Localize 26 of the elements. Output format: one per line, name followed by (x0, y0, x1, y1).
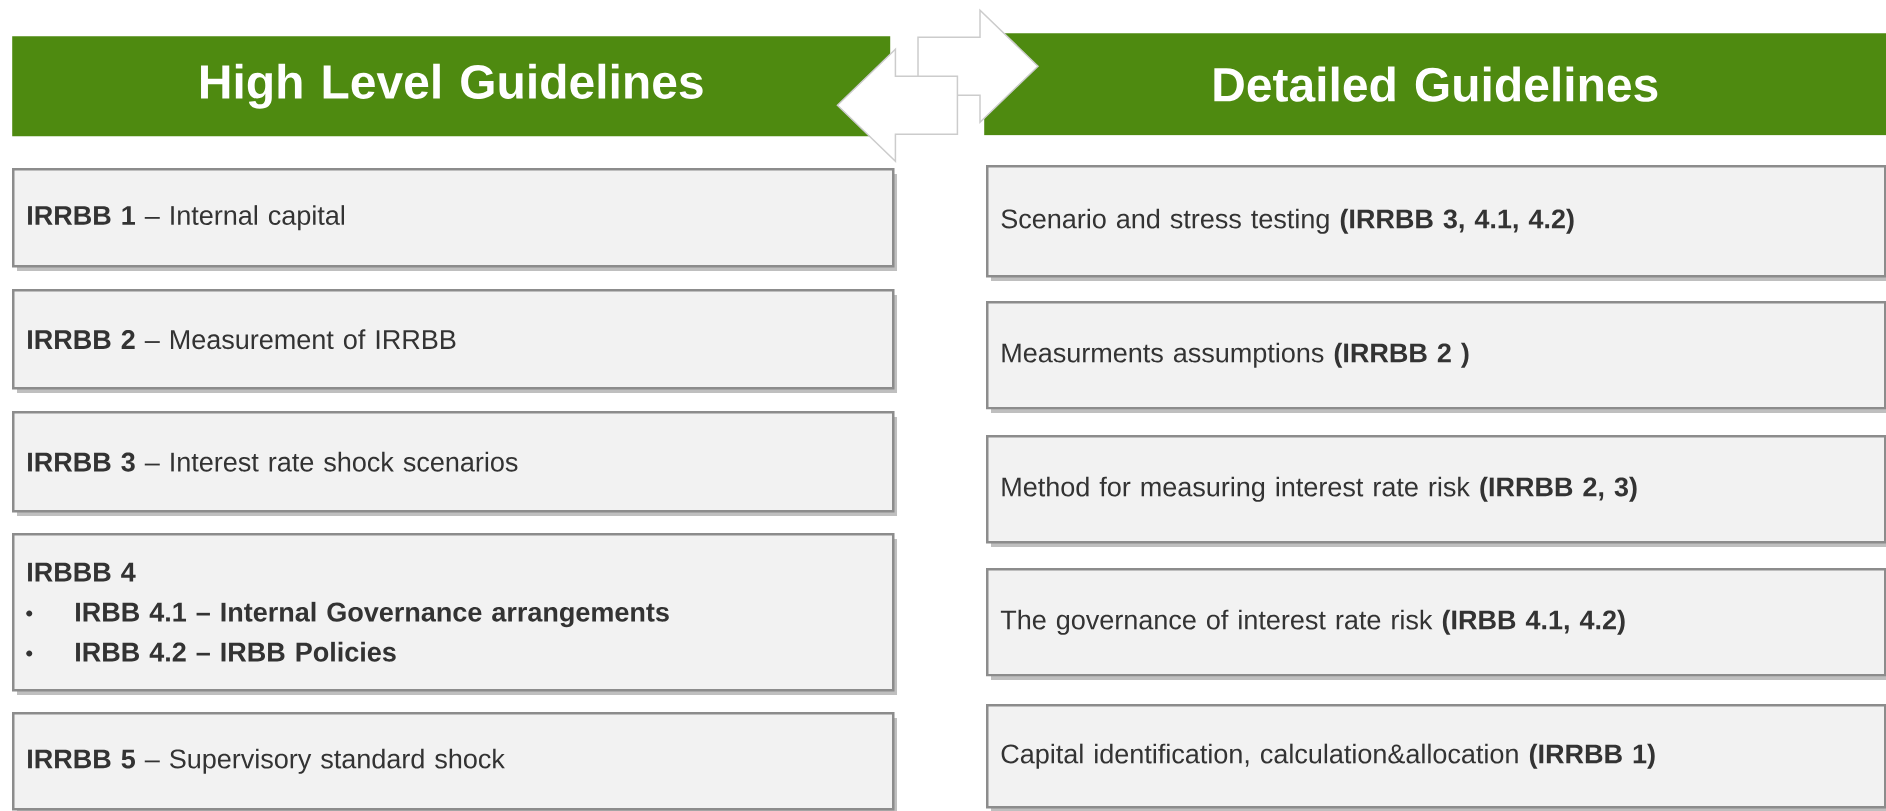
guideline-box (12, 168, 897, 271)
box-text: Capital identification, calculation&allocation (IRRBB 1) (1001, 743, 1655, 769)
box-text: IRRBB 2 – Measurement of IRRBB (28, 329, 456, 350)
header-banner (12, 36, 891, 137)
heading: Detailed Guidelines (1214, 66, 1658, 102)
guideline-box (986, 568, 1886, 680)
guideline-box (986, 704, 1886, 811)
box-text: IRRBB 3 – Interest rate shock scenarios (28, 451, 518, 472)
header-banner (984, 33, 1886, 136)
guideline-box (12, 533, 897, 695)
box-text: Method for measuring interest rate risk (IRRBB 2, 3) (1002, 476, 1637, 502)
box-text: Scenario and stress testing (IRRBB 3, 4.1, 4.2) (1001, 208, 1574, 234)
guideline-box (986, 435, 1886, 547)
guideline-box (12, 411, 897, 516)
list-item: IRBB 4.1 – Internal Governance arrangements (76, 601, 669, 628)
guideline-box (986, 165, 1886, 281)
list-item: IRBB 4.2 – IRBB Policies (76, 641, 396, 662)
box-text: The governance of interest rate risk (IRBB 4.1, 4.2) (1000, 609, 1625, 635)
list-heading: IRBBB 4 (28, 562, 136, 582)
heading: High Level Guidelines (201, 63, 703, 109)
guideline-box (12, 712, 897, 811)
box-text: IRRBB 5 – Supervisory standard shock (28, 748, 505, 774)
guideline-box (986, 301, 1886, 413)
box-text: Measurments assumptions (IRRBB 2 ) (1002, 342, 1469, 368)
box-text: IRRBB 1 – Internal capital (28, 205, 344, 231)
guideline-box (12, 289, 897, 393)
